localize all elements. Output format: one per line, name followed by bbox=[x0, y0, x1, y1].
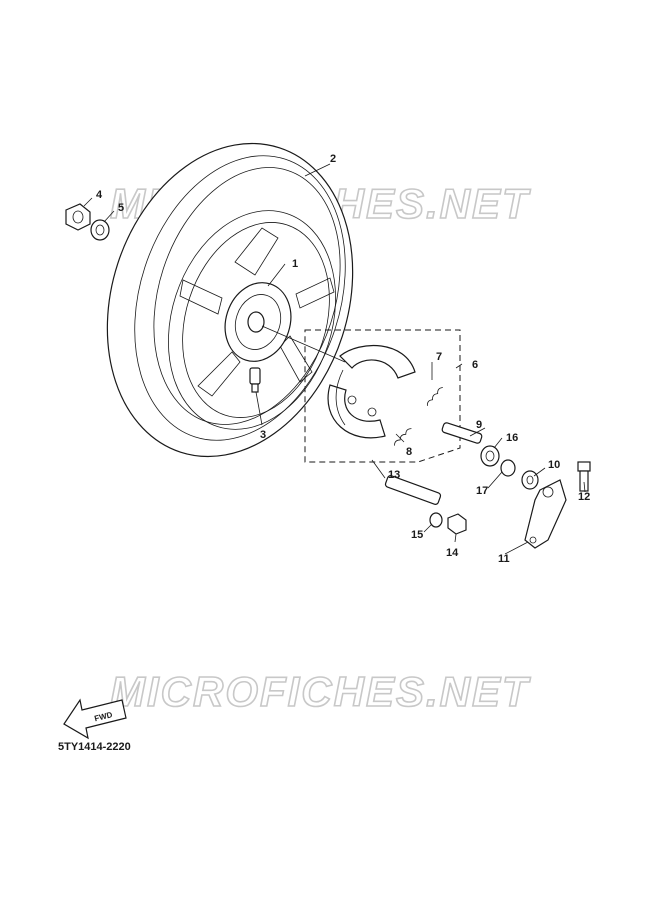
callout-7: 7 bbox=[436, 351, 442, 363]
callout-11: 11 bbox=[498, 553, 510, 565]
brake-shoes bbox=[327, 345, 416, 439]
axle-centerline bbox=[261, 325, 346, 363]
o-ring bbox=[500, 459, 516, 477]
callout-16: 16 bbox=[506, 432, 518, 444]
wheel-hub bbox=[224, 282, 292, 362]
tire bbox=[106, 142, 354, 458]
callout-1: 1 bbox=[292, 258, 298, 270]
callout-15: 15 bbox=[411, 529, 423, 541]
brake-cam-lever bbox=[524, 479, 567, 549]
shaft-nut bbox=[447, 513, 467, 535]
nut bbox=[65, 203, 91, 231]
watermark-bottom: MICROFICHES.NET bbox=[110, 668, 531, 715]
callout-6: 6 bbox=[472, 359, 478, 371]
callout-12: 12 bbox=[578, 491, 590, 503]
callout-17: 17 bbox=[476, 485, 488, 497]
indicator-washer bbox=[521, 470, 539, 490]
seal-ring bbox=[429, 512, 443, 528]
callout-14: 14 bbox=[446, 547, 459, 559]
callout-5: 5 bbox=[118, 202, 124, 214]
fwd-label: FWD bbox=[93, 710, 113, 723]
callout-2: 2 bbox=[330, 153, 336, 165]
forward-arrow-icon: FWD bbox=[63, 698, 127, 740]
callout-3: 3 bbox=[260, 429, 266, 441]
wheel-rim bbox=[168, 210, 336, 430]
washer bbox=[90, 219, 110, 241]
spring-upper bbox=[426, 387, 443, 406]
diagram-code: 5TY1414-2220 bbox=[58, 741, 131, 753]
bolt bbox=[577, 461, 591, 492]
spring-lower bbox=[394, 428, 412, 446]
bushing bbox=[480, 445, 500, 467]
callout-13: 13 bbox=[388, 469, 400, 481]
callout-labels: 1 2 3 4 5 6 7 8 9 10 11 12 13 14 15 16 1… bbox=[96, 153, 590, 565]
valve-stem bbox=[249, 367, 261, 393]
brake-cam-shaft bbox=[441, 422, 483, 444]
callout-4: 4 bbox=[96, 189, 103, 201]
brake-shoe-kit-box bbox=[304, 329, 461, 463]
leader-lines bbox=[83, 163, 586, 555]
callout-8: 8 bbox=[406, 446, 412, 458]
callout-9: 9 bbox=[476, 419, 482, 431]
callout-10: 10 bbox=[548, 459, 560, 471]
brake-shaft bbox=[384, 475, 442, 505]
